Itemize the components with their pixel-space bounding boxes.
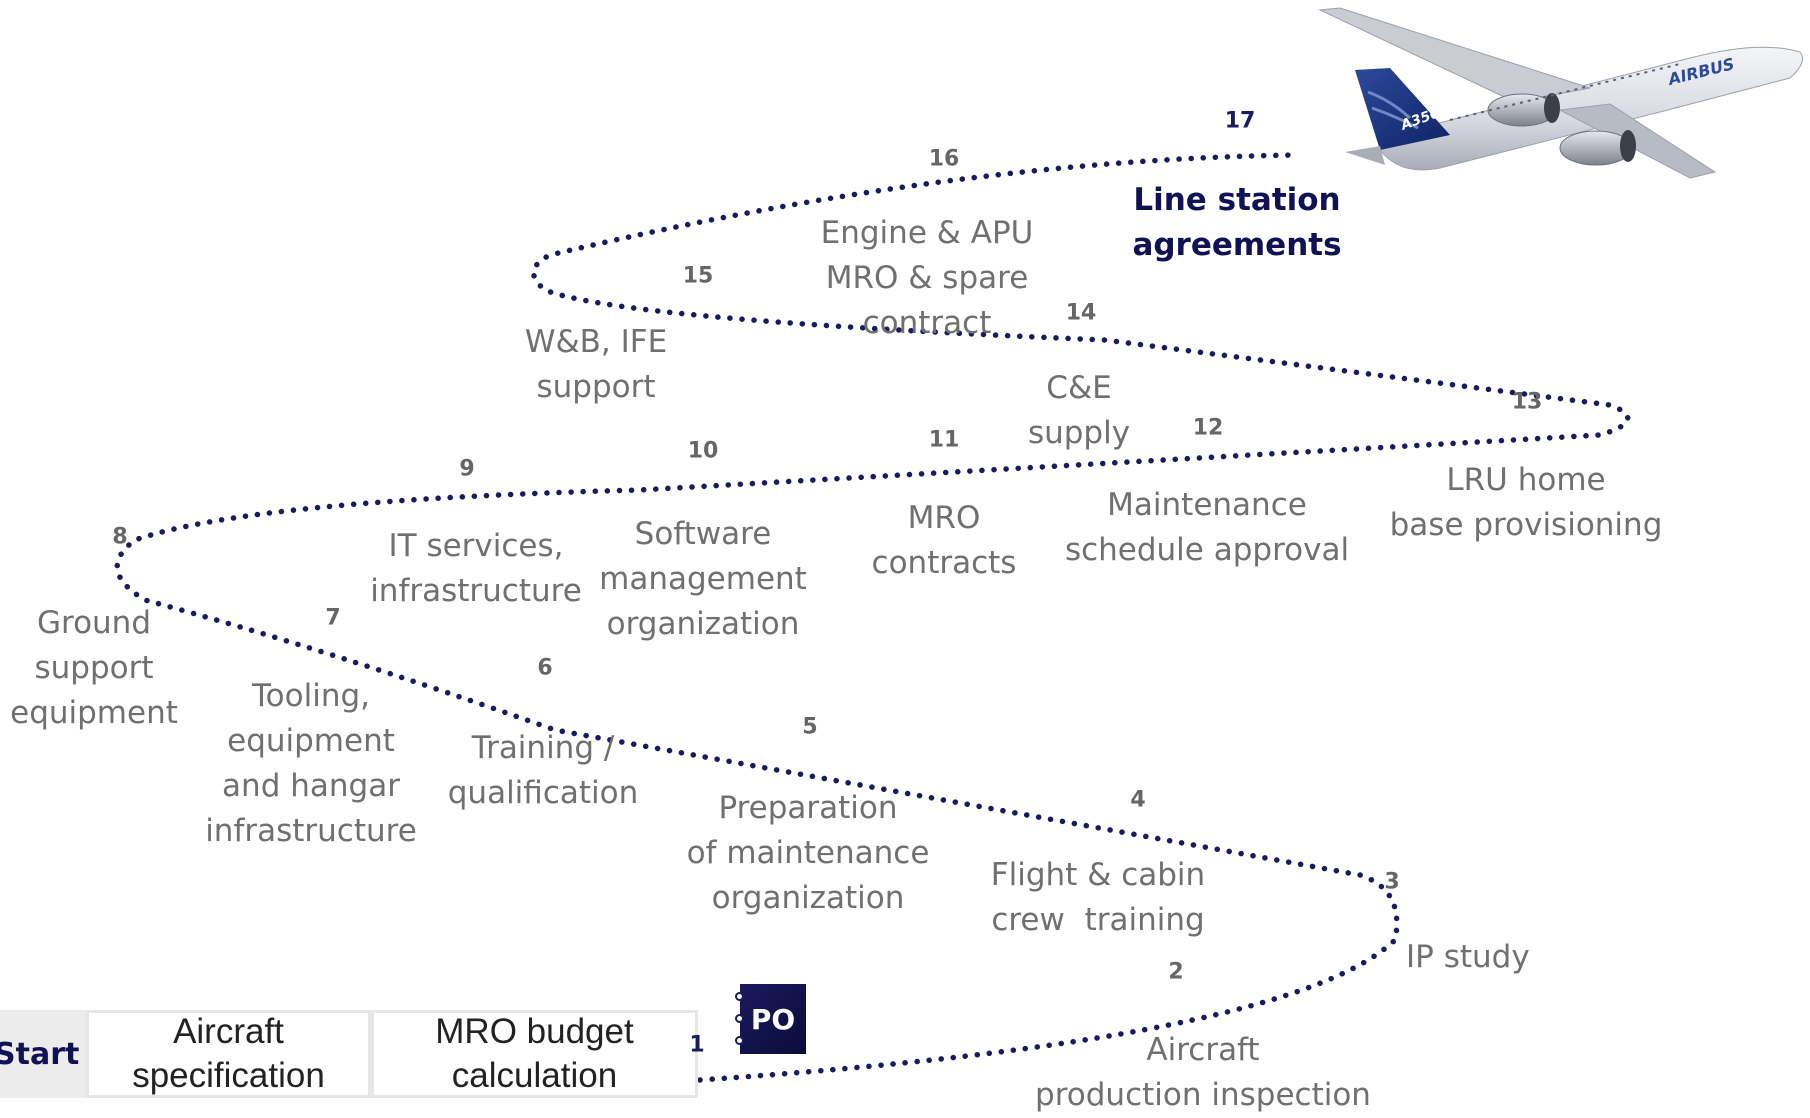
label-engine-apu-mro-spare-contract: Engine & APU MRO & spare contract — [820, 215, 1034, 341]
milestone-number-4: 4 — [1130, 787, 1146, 813]
milestone-number-10: 10 — [687, 438, 719, 464]
milestone-number-5: 5 — [802, 714, 818, 740]
label-ce-supply: C&E supply — [1027, 370, 1131, 451]
label-it-services-infrastructure: IT services, infrastructure — [370, 528, 582, 609]
label-maintenance-schedule-approval: Maintenance schedule approval — [1064, 487, 1350, 568]
label-aircraft-production-inspection: Aircraft production inspection — [1035, 1032, 1371, 1113]
label-ip-study: IP study — [1406, 939, 1530, 975]
milestone-number-15: 15 — [682, 263, 714, 289]
label-wb-ife-support: W&B, IFE support — [524, 324, 668, 405]
label-tooling-equipment-hangar: Tooling, equipment and hangar infrastruc… — [205, 678, 417, 849]
milestone-number-2: 2 — [1168, 959, 1184, 985]
aircraft-specification-box: Aircraft specification — [86, 1010, 371, 1098]
milestone-number-8: 8 — [112, 524, 128, 550]
milestone-number-17: 17 — [1224, 108, 1256, 134]
milestone-number-7: 7 — [325, 605, 341, 631]
milestone-number-14: 14 — [1065, 300, 1097, 326]
start-box: Start — [0, 1010, 86, 1098]
milestone-number-9: 9 — [459, 456, 475, 482]
label-line-station-agreements: Line station agreements — [1132, 182, 1342, 263]
milestone-number-3: 3 — [1384, 869, 1400, 895]
label-preparation-of-maintenance-organization: Preparation of maintenance organization — [686, 790, 930, 916]
mro-budget-calculation-box: MRO budget calculation — [371, 1010, 698, 1098]
label-mro-contracts: MRO contracts — [871, 500, 1017, 581]
airplane-image: A350 AIRBUS — [1318, 7, 1803, 179]
label-software-management-organization: Software management organization — [599, 516, 807, 642]
milestone-number-1: 1 — [689, 1032, 705, 1058]
po-badge: PO — [735, 984, 806, 1054]
milestone-number-6: 6 — [537, 655, 553, 681]
milestone-number-12: 12 — [1192, 415, 1224, 441]
label-ground-support-equipment: Ground support equipment — [10, 605, 178, 731]
label-flight-cabin-crew-training: Flight & cabin crew training — [990, 857, 1206, 938]
milestone-number-11: 11 — [928, 427, 960, 453]
milestone-number-16: 16 — [928, 146, 960, 172]
label-lru-home-base-provisioning: LRU home base provisioning — [1389, 462, 1663, 543]
milestone-number-13: 13 — [1511, 389, 1543, 415]
label-training-qualification: Training / qualification — [447, 730, 639, 811]
